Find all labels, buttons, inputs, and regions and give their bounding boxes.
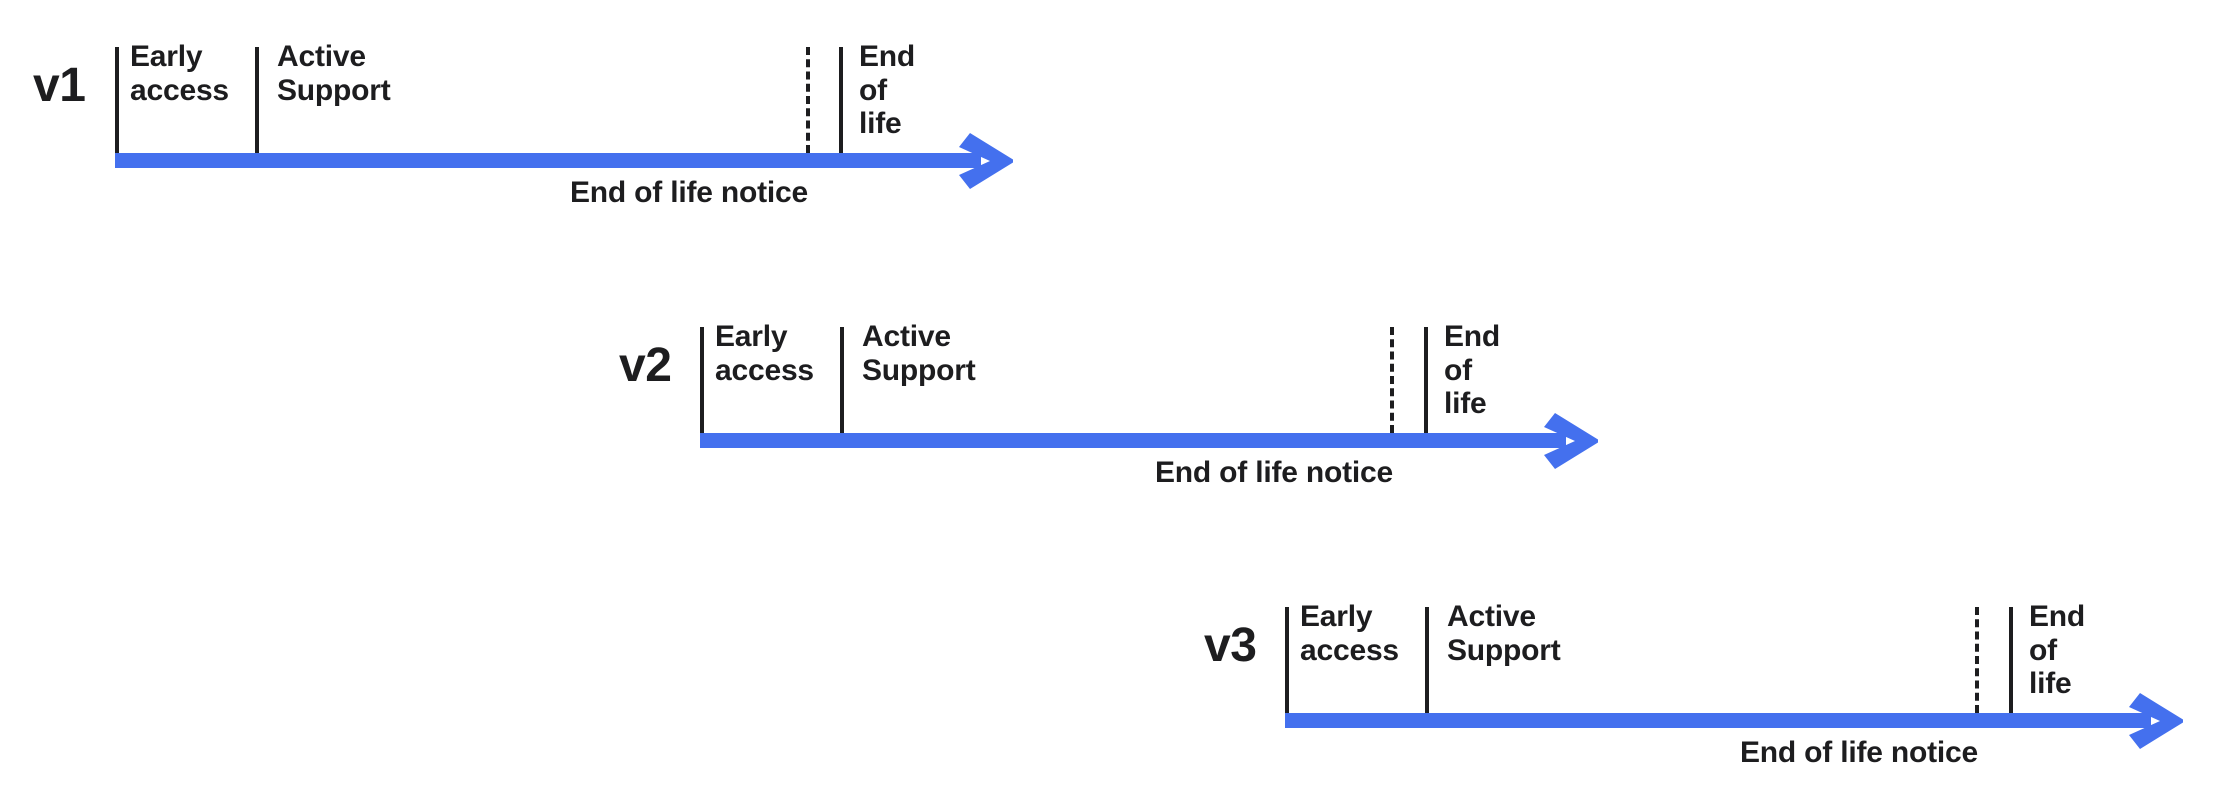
version-label-v1: v1 bbox=[33, 59, 86, 112]
end-of-life-notice-label-v3: End of life notice bbox=[1739, 736, 1979, 769]
timeline-bar-v2 bbox=[700, 433, 1566, 448]
segment-divider-early-active-v3 bbox=[1425, 607, 1429, 713]
end-of-life-notice-label-v2: End of life notice bbox=[1154, 456, 1394, 489]
phase-label-early-access-v1: Early access bbox=[130, 40, 229, 107]
timeline-bar-v3 bbox=[1285, 713, 2151, 728]
segment-divider-early-active-v2 bbox=[840, 327, 844, 433]
phase-label-active-support-v3: Active Support bbox=[1447, 600, 1561, 667]
version-label-v3: v3 bbox=[1204, 619, 1257, 672]
phase-label-active-support-v2: Active Support bbox=[862, 320, 976, 387]
end-of-life-notice-marker-v1 bbox=[806, 47, 810, 153]
phase-label-end-of-life-v1: End of life bbox=[859, 40, 916, 141]
timeline-arrowhead-v3 bbox=[2128, 691, 2188, 756]
version-label-v2: v2 bbox=[619, 339, 672, 392]
end-of-life-notice-marker-v2 bbox=[1390, 327, 1394, 433]
phase-label-early-access-v3: Early access bbox=[1300, 600, 1399, 667]
timeline-bar-v1 bbox=[115, 153, 981, 168]
segment-divider-start-v2 bbox=[700, 327, 704, 433]
phase-label-end-of-life-v2: End of life bbox=[1444, 320, 1501, 421]
phase-label-end-of-life-v3: End of life bbox=[2029, 600, 2086, 701]
phase-label-early-access-v2: Early access bbox=[715, 320, 814, 387]
end-of-life-notice-label-v1: End of life notice bbox=[569, 176, 809, 209]
timeline-arrowhead-v2 bbox=[1543, 411, 1603, 476]
segment-divider-active-eol-v2 bbox=[1424, 327, 1428, 433]
phase-label-active-support-v1: Active Support bbox=[277, 40, 391, 107]
timeline-arrowhead-v1 bbox=[958, 131, 1018, 196]
segment-divider-early-active-v1 bbox=[255, 47, 259, 153]
segment-divider-start-v1 bbox=[115, 47, 119, 153]
end-of-life-notice-marker-v3 bbox=[1975, 607, 1979, 713]
segment-divider-start-v3 bbox=[1285, 607, 1289, 713]
segment-divider-active-eol-v3 bbox=[2009, 607, 2013, 713]
segment-divider-active-eol-v1 bbox=[839, 47, 843, 153]
